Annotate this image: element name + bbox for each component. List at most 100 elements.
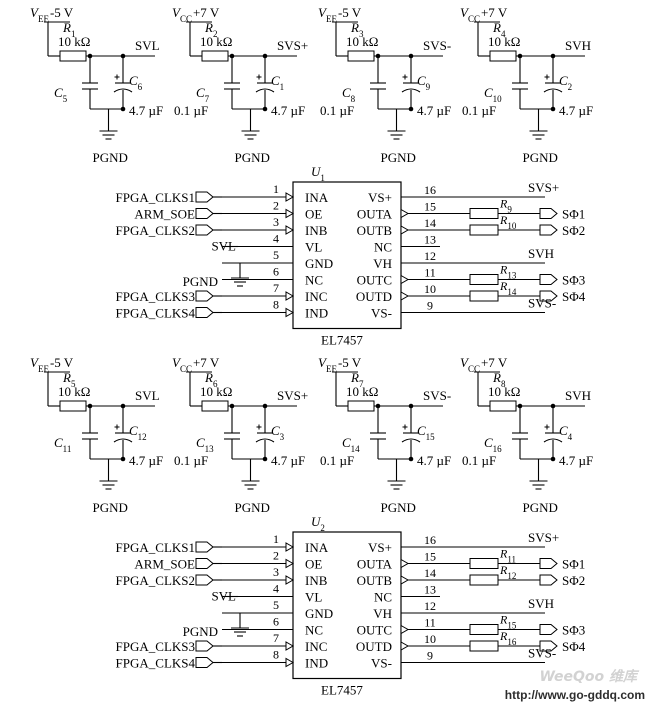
capacitor-b-designator: C12 (129, 423, 147, 442)
junction-dot (550, 106, 556, 112)
capacitor-curved-plate (113, 438, 133, 443)
polarity-plus-mark (544, 74, 550, 80)
series-resistor-designator: R14 (499, 279, 517, 297)
ground-symbol (529, 130, 548, 140)
capacitor-curved-plate (113, 88, 133, 93)
pin-number: 4 (273, 582, 279, 596)
pin-number: 1 (273, 532, 279, 546)
resistor-body (489, 50, 517, 62)
pin-name-inc: INC (305, 289, 327, 304)
capacitor-symbol (512, 432, 528, 440)
series-resistor-body (469, 208, 499, 219)
capacitor-a-value: 0.1 µF (462, 453, 496, 468)
pin-number: 15 (424, 550, 436, 564)
capacitor-curved-plate (543, 88, 563, 93)
capacitor-b-value: 4.7 µF (271, 453, 305, 468)
polarity-plus-mark (114, 74, 120, 80)
net-label-svh: SVH (528, 596, 554, 611)
capacitor-symbol (370, 432, 386, 440)
pin-name-ind: IND (305, 656, 328, 671)
supply-voltage-label: VEE-5 V (318, 355, 362, 374)
pin-number: 4 (273, 232, 279, 246)
output-arrow (400, 641, 410, 651)
chip-body (292, 181, 402, 330)
output-arrow (400, 208, 410, 219)
capacitor-a-designator: C16 (484, 435, 502, 454)
capacitor-a-designator: C8 (342, 85, 356, 104)
capacitor-a-designator: C11 (54, 435, 71, 454)
watermark-logo: WeeQoo 维库 (539, 669, 637, 685)
left-pin-6: 6NC (222, 615, 323, 638)
chip-part-number: EL7457 (321, 683, 363, 698)
pin-name-ina: INA (305, 540, 329, 555)
pin-name-outc: OUTC (357, 273, 392, 288)
pin-number: 10 (424, 632, 436, 646)
source-url-caption: http://www.go-gddq.com (504, 688, 645, 702)
pin-name-vs+: VS+ (368, 540, 392, 555)
capacitor-curved-plate (255, 438, 275, 443)
net-label-svh: SVH (528, 246, 554, 261)
resistor-body (489, 400, 517, 412)
polarized-capacitor-symbol (113, 432, 133, 443)
supply-voltage-label: VCC+7 V (172, 5, 220, 24)
series-resistor-body (469, 224, 499, 236)
pin-name-vl: VL (305, 590, 322, 605)
net-label-svs-: SVS- (528, 296, 556, 311)
net-label-svl: SVL (135, 388, 160, 403)
polarity-plus-mark (402, 424, 408, 430)
pin-number: 13 (424, 583, 436, 597)
output-port (539, 208, 558, 219)
resistor-designator: R4 (492, 20, 506, 39)
net-label-svs-: SVS- (423, 38, 451, 53)
capacitor-symbol (224, 82, 240, 90)
output-port (539, 558, 558, 569)
net-label-svs-: SVS+ (277, 388, 308, 403)
polarized-capacitor-symbol (543, 432, 563, 443)
input-arrow (285, 192, 295, 202)
polarized-capacitor-symbol (401, 432, 421, 443)
pin-number: 12 (424, 249, 436, 263)
resistor-designator: R7 (350, 370, 364, 389)
output-arrow (400, 225, 410, 235)
net-label-svl: SVL (135, 38, 160, 53)
pin-name-outd: OUTD (356, 639, 392, 654)
pin-name-ind: IND (305, 306, 328, 321)
input-arrow (285, 307, 295, 318)
capacitor-a-value: 0.1 µF (462, 103, 496, 118)
net-label-svs-: SVS+ (528, 530, 559, 545)
net-label-svs-: SVS- (423, 388, 451, 403)
pin-name-outc: OUTC (357, 623, 392, 638)
offsheet-port (195, 558, 214, 569)
series-resistor-designator: R12 (499, 563, 516, 581)
pin-number: 16 (424, 183, 436, 197)
resistor-designator: R8 (492, 370, 506, 389)
chip-u1: U1EL74571INAFPGA_CLKS12OEARM_SOE3INBFPGA… (116, 164, 586, 348)
offsheet-port (195, 574, 214, 586)
output-port (539, 224, 558, 236)
ground-label: PGND (523, 500, 558, 515)
ground-label: PGND (235, 150, 270, 165)
output-arrow (400, 624, 410, 635)
resistor-value: 10 kΩ (58, 384, 90, 399)
pin-name-oe: OE (305, 207, 322, 222)
capacitor-a-designator: C14 (342, 435, 360, 454)
pin-name-vh: VH (373, 606, 392, 621)
capacitor-symbol (512, 82, 528, 90)
series-resistor-body (469, 558, 499, 569)
chip-u2: U2EL74571INAFPGA_CLKS12OEARM_SOE3INBFPGA… (116, 514, 586, 698)
pin-name-outa: OUTA (357, 207, 393, 222)
capacitor-b-value: 4.7 µF (417, 103, 451, 118)
pin-name-nc: NC (305, 623, 323, 638)
resistor-body (347, 400, 375, 412)
pin-number: 7 (273, 631, 279, 645)
net-label-svs-: SVS+ (528, 180, 559, 195)
pin-number: 13 (424, 233, 436, 247)
